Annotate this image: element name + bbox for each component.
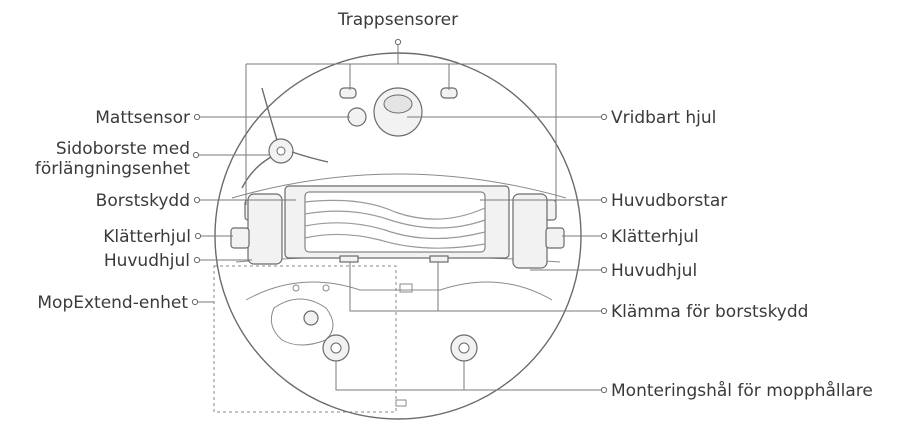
bottom-slot [395,399,407,407]
dot-sidoborste [192,151,200,159]
brush-bristle-2 [304,210,486,229]
label-trappsensorer: Trappsensorer [337,10,458,30]
dot-monteringshal [600,386,608,394]
dot-huvudhjul-left [193,256,201,264]
swivel-wheel-inner [383,94,413,114]
mop-area [213,265,478,413]
brush-guard-clip-right [429,255,449,263]
swivel-wheel [373,87,423,137]
label-mattsensor: Mattsensor [95,108,190,128]
leader-monteringshal [335,361,604,391]
brush-bristle-1 [304,199,486,220]
leader-trappsensorer [245,45,557,205]
dot-mopextend [191,298,199,306]
brush-bristle-3 [304,222,486,240]
labels: Trappsensorer Mattsensor Sidoborste med … [35,10,873,401]
brush-guard-assembly [284,185,510,263]
leader-klamma [349,262,604,312]
center-slot [399,283,413,293]
dot-huvudborstar [600,196,608,204]
dot-klamma [600,307,608,315]
dot-borstskydd [193,196,201,204]
label-klatterhjul-right: Klätterhjul [611,227,699,247]
dot-klatterhjul-right [600,232,608,240]
mopextend-box [213,265,397,413]
climb-wheel-right [545,227,565,249]
dot-mattsensor [193,113,201,121]
label-klatterhjul-left: Klätterhjul [103,227,191,247]
mop-mount-hole-right-center [458,342,470,354]
label-sidoborste-line1: Sidoborste med [56,139,190,159]
main-wheel-right [512,193,548,269]
side-brush-center [276,146,286,156]
dot-klatterhjul-left [194,232,202,240]
side-brush [241,87,329,189]
label-huvudborstar: Huvudborstar [611,191,727,211]
side-brush-arm-3 [291,151,329,163]
body-seam-upper [231,173,567,199]
dot-huvudhjul-right [600,266,608,274]
label-vridbart-hjul: Vridbart hjul [611,108,716,128]
dot-vridbart-hjul [600,113,608,121]
label-huvudhjul-left: Huvudhjul [104,251,190,271]
brush-bristle-4 [304,233,486,249]
wheels [230,193,565,269]
cliff-sensor-left [339,87,357,99]
brush-guard-clip-left [339,255,359,263]
label-sidoborste-line2: förlängningsenhet [35,159,190,179]
label-huvudhjul-right: Huvudhjul [611,261,697,281]
leader-lines [195,45,604,391]
label-mopextend: MopExtend-enhet [37,293,188,313]
mop-mount-hole-left-center [330,342,342,354]
side-brush-arm-2 [241,156,272,189]
mopextend-rotor [303,310,319,326]
label-monteringshal: Monteringshål för mopphållare [611,380,873,401]
mop-plate-outline [245,281,553,301]
carpet-sensor [347,107,367,127]
label-borstskydd: Borstskydd [96,191,190,211]
leader-dots [191,38,608,394]
mopextend-screw-1 [292,284,300,292]
mopextend-screw-2 [322,284,330,292]
main-wheel-left [247,193,283,265]
climb-wheel-left [230,227,250,249]
dot-trappsensorer [394,38,402,46]
side-brush-arm-1 [261,87,278,141]
mopextend-pad [270,298,334,346]
label-klamma: Klämma för borstskydd [611,302,808,322]
